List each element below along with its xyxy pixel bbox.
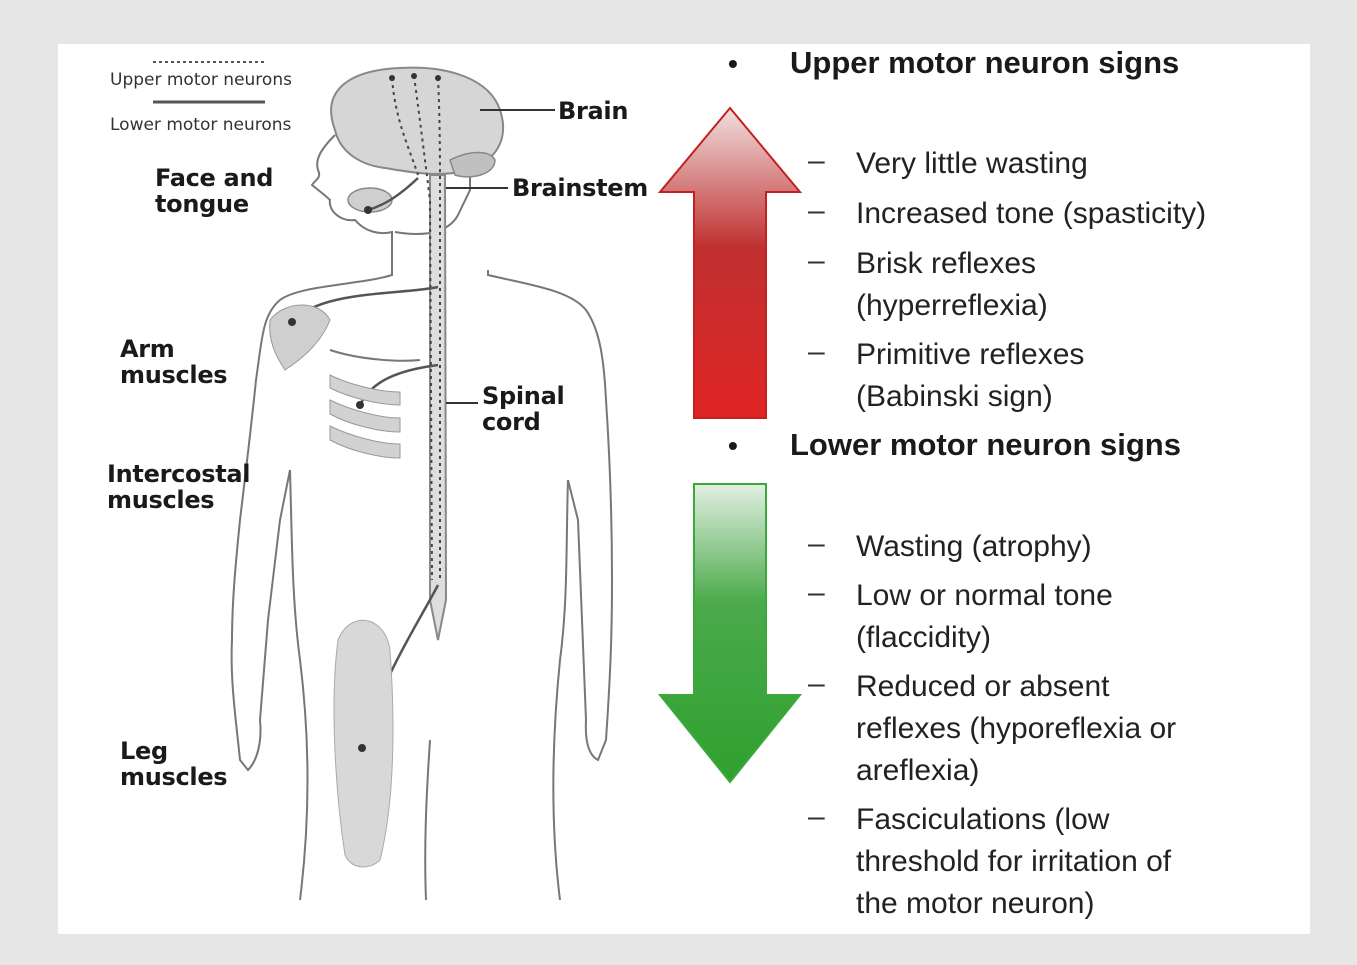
upper-item: Very little wasting: [856, 143, 1296, 185]
upper-signs-arrow: [660, 108, 800, 418]
lower-heading-bullet: •: [728, 430, 738, 462]
intercostal-muscles-label: Intercostal muscles: [107, 461, 250, 513]
upper-item-dash: –: [808, 335, 825, 369]
lower-item: Reduced or absent reflexes (hyporeflexia…: [856, 666, 1296, 792]
brainstem-label: Brainstem: [512, 175, 648, 201]
arm-muscle-shape: [270, 305, 330, 370]
upper-item: Brisk reflexes (hyperreflexia): [856, 243, 1296, 327]
upper-heading: Upper motor neuron signs: [790, 45, 1179, 81]
arm-muscles-label: Arm muscles: [120, 336, 227, 388]
leg-muscles-label: Leg muscles: [120, 738, 227, 790]
upper-item: Increased tone (spasticity): [856, 193, 1296, 235]
lower-signs-arrow: [660, 484, 800, 782]
legend-upper-label: Upper motor neurons: [110, 70, 292, 90]
lower-item: Wasting (atrophy): [856, 526, 1296, 568]
lower-item-dash: –: [808, 800, 825, 834]
spinal-cord-label: Spinal cord: [482, 383, 564, 435]
lower-item-dash: –: [808, 667, 825, 701]
spinal-cord-shape: [430, 175, 446, 640]
lower-heading: Lower motor neuron signs: [790, 427, 1181, 463]
lower-item-dash: –: [808, 527, 825, 561]
face-tongue-label: Face and tongue: [155, 165, 273, 217]
leg-muscle-shape: [334, 620, 393, 867]
upper-heading-bullet: •: [728, 48, 738, 80]
upper-item: Primitive reflexes (Babinski sign): [856, 334, 1296, 418]
body-outline: [232, 135, 612, 900]
lower-item: Low or normal tone (flaccidity): [856, 575, 1296, 659]
upper-item-dash: –: [808, 144, 825, 178]
legend-lower-label: Lower motor neurons: [110, 115, 291, 135]
lower-item-dash: –: [808, 576, 825, 610]
upper-item-dash: –: [808, 244, 825, 278]
lower-item: Fasciculations (low threshold for irrita…: [856, 799, 1296, 925]
upper-item-dash: –: [808, 194, 825, 228]
brain-label: Brain: [558, 98, 628, 124]
intercostal-muscle-shapes: [330, 375, 400, 458]
